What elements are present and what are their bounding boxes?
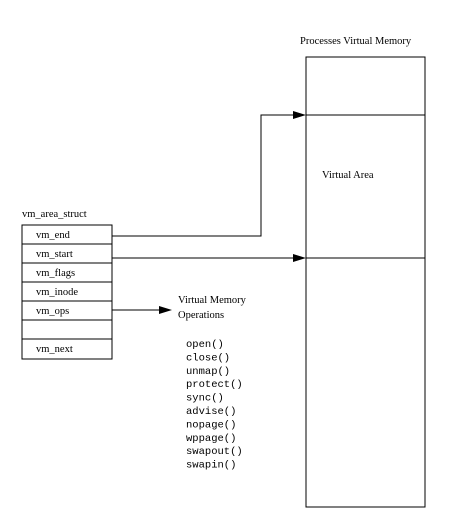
struct-field-label: vm_inode xyxy=(36,287,78,298)
operations-title-line2: Operations xyxy=(178,310,224,321)
virtual-area-label: Virtual Area xyxy=(322,170,374,181)
operation-function: unmap() xyxy=(186,366,230,378)
struct-field-label: vm_flags xyxy=(36,268,75,279)
vm-end-pointer xyxy=(112,114,300,237)
operation-function: sync() xyxy=(186,393,224,405)
operation-function: swapout() xyxy=(186,446,243,458)
operation-function: nopage() xyxy=(186,419,236,431)
vm-ops-arrowhead xyxy=(159,306,172,314)
struct-field-label: vm_next xyxy=(36,344,73,355)
operation-function: open() xyxy=(186,339,224,351)
vm-end-arrowhead xyxy=(293,111,306,119)
operations-title-line1: Virtual Memory xyxy=(178,295,247,306)
struct-fields: vm_end vm_start vm_flags vm_inode vm_ops vm_n… xyxy=(21,224,113,360)
struct-field-label: vm_end xyxy=(36,230,71,241)
operation-function: protect() xyxy=(186,379,243,391)
struct-field-label: vm_start xyxy=(36,249,73,260)
operation-function: close() xyxy=(186,352,230,364)
struct-title: vm_area_struct xyxy=(22,209,87,220)
operations-list: open()close() unmap()protect() sync()advis… xyxy=(186,339,243,472)
struct-field-box xyxy=(21,319,113,340)
memory-title: Processes Virtual Memory xyxy=(300,36,412,47)
struct-field-label: vm_ops xyxy=(36,306,69,317)
struct-field-box xyxy=(21,338,113,360)
vm-start-arrowhead xyxy=(293,254,306,262)
operation-function: wppage() xyxy=(186,433,236,445)
operation-function: advise() xyxy=(186,406,236,418)
memory-column xyxy=(305,56,426,508)
operation-function: swapin() xyxy=(186,460,236,472)
